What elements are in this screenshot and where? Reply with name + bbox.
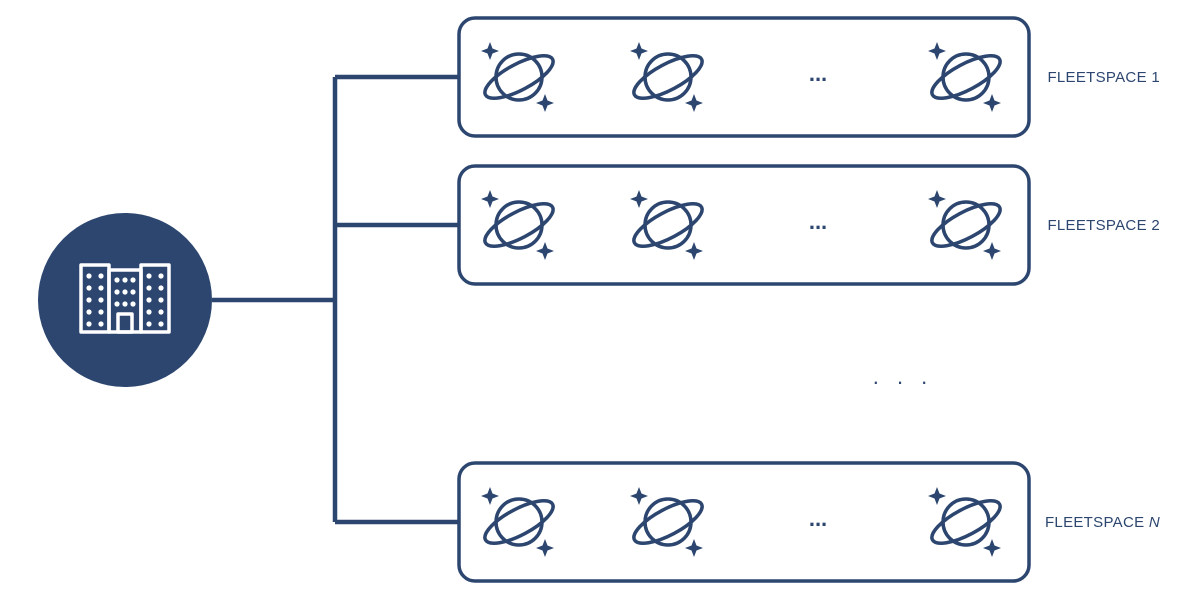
fleetspace-row-1: ... FLEETSPACE 1 xyxy=(457,16,1160,138)
building-window xyxy=(98,297,104,303)
building-window xyxy=(98,309,104,315)
building-window xyxy=(158,273,164,279)
building-window xyxy=(86,297,92,303)
building-window xyxy=(98,285,104,291)
fleetspace-label-prefix: FLEETSPACE xyxy=(1045,514,1149,531)
fleetspace-label-prefix: FLEETSPACE xyxy=(1047,69,1151,86)
fleetspace-row-3: ... FLEETSPACE N xyxy=(457,461,1160,583)
building-window xyxy=(158,285,164,291)
building-window xyxy=(122,289,128,295)
fleetspace-box xyxy=(457,16,1031,138)
building-window xyxy=(114,289,120,295)
building-window xyxy=(98,321,104,327)
cluster-ellipsis: ... xyxy=(809,506,827,531)
building-window xyxy=(146,285,152,291)
fleetspace-label: FLEETSPACE 1 xyxy=(1047,69,1160,86)
building-window xyxy=(146,321,152,327)
building-window xyxy=(130,289,136,295)
organization-node xyxy=(38,213,212,387)
fleetspace-label-prefix: FLEETSPACE xyxy=(1047,217,1151,234)
building-window xyxy=(158,297,164,303)
building-window xyxy=(114,277,120,283)
building-window xyxy=(122,277,128,283)
organization-circle xyxy=(38,213,212,387)
fleetspace-label: FLEETSPACE 2 xyxy=(1047,217,1160,234)
building-window xyxy=(86,321,92,327)
connector-lines xyxy=(212,74,459,525)
fleetspace-row-2: ... FLEETSPACE 2 xyxy=(457,164,1160,286)
cluster-ellipsis: ... xyxy=(809,61,827,86)
building-window xyxy=(130,301,136,307)
building-window xyxy=(86,285,92,291)
building-window xyxy=(158,309,164,315)
building-window xyxy=(98,273,104,279)
fleetspace-label: FLEETSPACE N xyxy=(1045,514,1160,531)
building-window xyxy=(122,301,128,307)
fleetspace-label-number: N xyxy=(1149,514,1160,531)
cluster-ellipsis: ... xyxy=(809,209,827,234)
fleetspace-box xyxy=(457,164,1031,286)
office-buildings-icon xyxy=(79,263,171,334)
fleetspace-label-number: 2 xyxy=(1151,217,1160,234)
fleetspace-label-number: 1 xyxy=(1151,69,1160,86)
building-window xyxy=(146,273,152,279)
building-window xyxy=(86,273,92,279)
building-window xyxy=(146,309,152,315)
building-window xyxy=(86,309,92,315)
fleetspace-box xyxy=(457,461,1031,583)
more-fleetspaces-ellipsis: . . . xyxy=(873,364,934,389)
building-window xyxy=(158,321,164,327)
building-window xyxy=(146,297,152,303)
building-window xyxy=(114,301,120,307)
building-window xyxy=(130,277,136,283)
